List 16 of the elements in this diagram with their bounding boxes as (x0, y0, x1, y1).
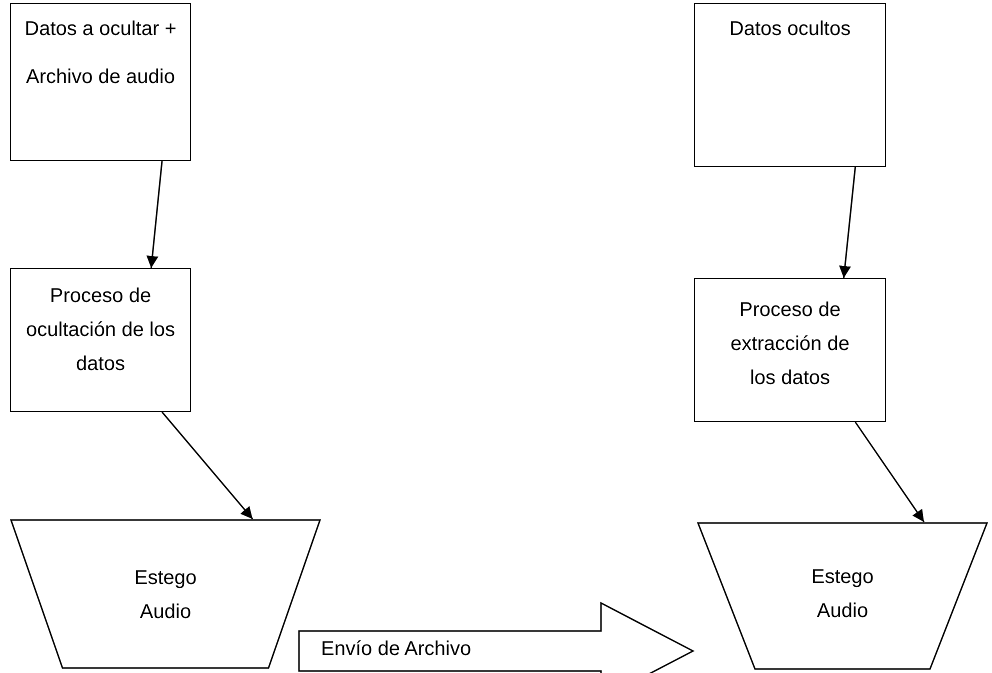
node-text: Datos ocultos (728, 17, 852, 42)
block-arrow (298, 602, 695, 673)
process-box (10, 3, 191, 161)
arrow (854, 422, 925, 522)
node-text: Estego Audio (133, 566, 198, 625)
node-text: Archivo de audio (25, 65, 176, 90)
arrow (161, 412, 254, 520)
process-box (10, 268, 191, 412)
node-text: Estego Audio (810, 565, 875, 624)
process-box (694, 3, 886, 167)
arrow (146, 160, 163, 268)
node-text: Proceso de extracción de los datos (730, 298, 850, 391)
arrow (839, 166, 856, 278)
node-text: Proceso de ocultación de los datos (26, 284, 176, 377)
node-text: Datos a ocultar + (24, 17, 178, 42)
process-box (694, 278, 886, 422)
